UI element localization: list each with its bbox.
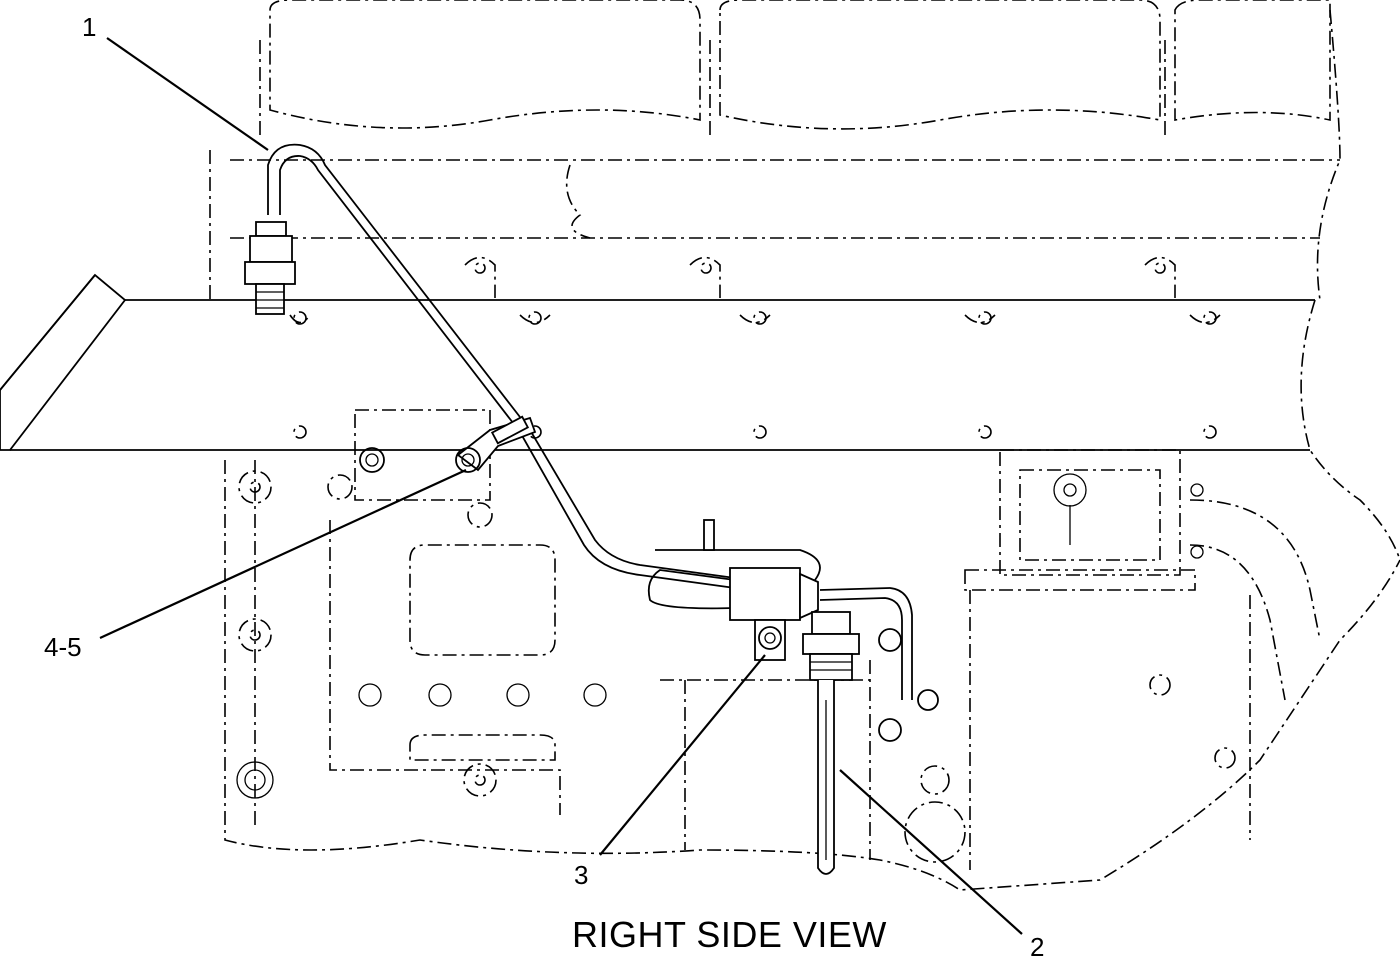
callout-label-4-5: 4-5 xyxy=(44,632,82,662)
sensor-fitting-1 xyxy=(244,221,296,315)
clip-bracket-4-5 xyxy=(455,415,537,473)
callout-label-1: 1 xyxy=(82,12,97,42)
callout-leaders xyxy=(99,37,1023,935)
callout-label-2: 2 xyxy=(1030,932,1045,962)
callout-label-3: 3 xyxy=(574,860,589,890)
connector-block-3 xyxy=(703,519,819,661)
sensor-tube xyxy=(267,143,913,700)
view-title: RIGHT SIDE VIEW xyxy=(572,914,887,955)
temperature-sensor-2 xyxy=(802,611,860,875)
engine-block-phantom xyxy=(0,0,1400,891)
